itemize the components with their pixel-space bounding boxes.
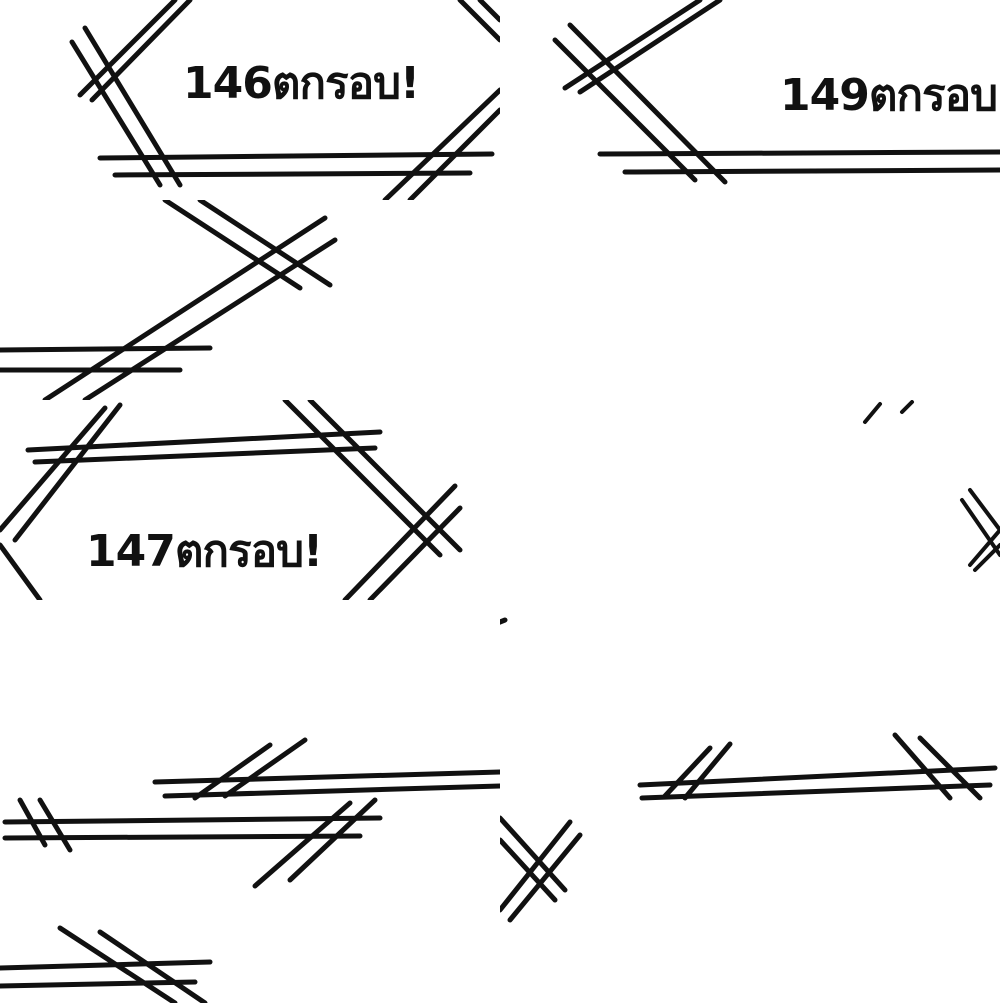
caption-146: 146ตกรอบ! bbox=[183, 58, 420, 109]
speed-lines bbox=[500, 200, 1000, 400]
panel-147: 147ตกรอบ! bbox=[0, 400, 500, 600]
panel-lines-left bbox=[0, 600, 500, 1003]
speed-lines bbox=[0, 200, 338, 400]
speed-lines bbox=[69, 0, 500, 200]
speed-lines bbox=[552, 0, 1000, 185]
caption-149: 149ตกรอบ bbox=[780, 70, 998, 121]
speed-lines bbox=[0, 400, 463, 600]
panel-blank-2 bbox=[500, 400, 1000, 600]
speed-lines bbox=[863, 400, 1000, 572]
speed-lines bbox=[0, 737, 500, 1003]
speed-lines bbox=[500, 617, 998, 923]
panel-146: 146ตกรอบ! bbox=[0, 0, 500, 200]
panel-exclaim: !! bbox=[0, 200, 500, 400]
caption-147: 147ตกรอบ! bbox=[86, 526, 323, 577]
panel-blank-1 bbox=[500, 200, 1000, 400]
panel-lines-right bbox=[500, 600, 1000, 1003]
panel-149: 149ตกรอบ bbox=[500, 0, 1000, 200]
